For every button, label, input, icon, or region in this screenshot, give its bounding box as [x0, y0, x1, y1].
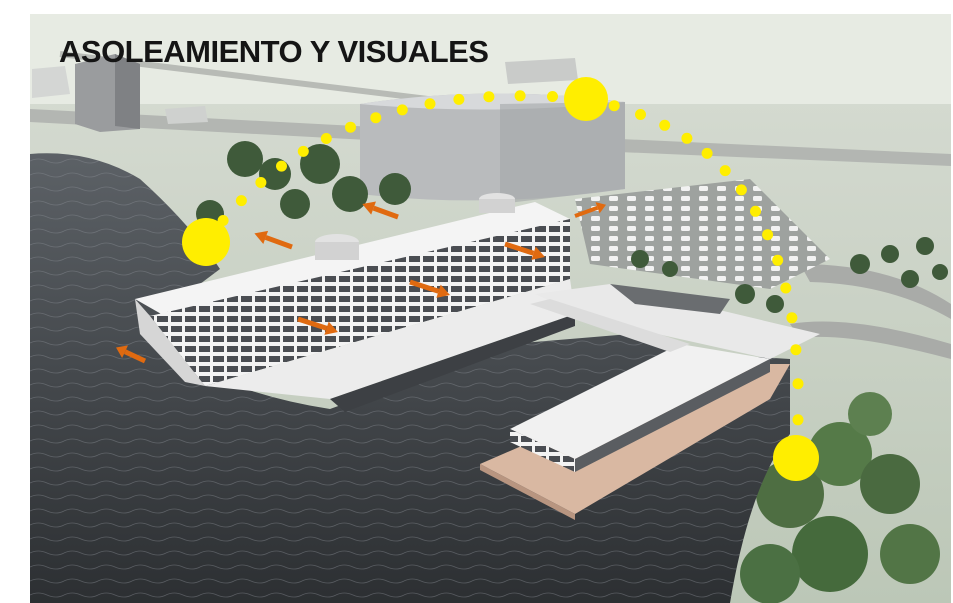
view-arrow	[254, 230, 293, 250]
view-arrows	[115, 201, 607, 364]
sun-path-dot	[790, 344, 802, 356]
site-render	[30, 14, 951, 603]
sun-path-dot	[772, 254, 784, 266]
sun-sunrise	[182, 218, 230, 266]
sun-path-dot	[483, 91, 495, 103]
sun-path-dot	[681, 132, 693, 144]
sun-path-dot	[370, 112, 382, 124]
sun-path-dot	[792, 378, 804, 390]
background-buildings	[32, 54, 625, 204]
sun-zenith	[564, 77, 608, 121]
sun-path-dot	[701, 147, 713, 159]
sun-path-dot	[276, 160, 287, 172]
sun-path-dot	[786, 312, 798, 324]
diagram-title: ASOLEAMIENTO Y VISUALES	[59, 34, 489, 69]
sun-path-dot	[735, 184, 747, 196]
view-arrow	[115, 345, 147, 364]
view-arrow	[574, 202, 607, 218]
sun-path-dot	[719, 165, 731, 177]
sun-path-dot	[659, 119, 671, 131]
sun-path-dot	[453, 93, 465, 105]
sun-path-dot	[608, 100, 620, 112]
sun-path-dot	[547, 91, 558, 102]
sun-path	[182, 77, 819, 481]
sun-path-dot	[396, 104, 408, 116]
sun-sunset	[773, 435, 819, 481]
sun-path-dots	[217, 90, 804, 426]
sun-path-dot	[792, 414, 804, 426]
sun-path-dot	[635, 109, 646, 120]
building-complex	[135, 193, 820, 472]
sun-path-dot	[320, 133, 332, 144]
sun-path-dot	[297, 145, 309, 157]
view-arrow	[362, 201, 399, 220]
sun-path-dot	[762, 229, 774, 241]
view-arrow	[409, 279, 450, 298]
sun-path-dot	[750, 205, 761, 217]
view-arrow	[297, 316, 338, 335]
view-arrow	[504, 241, 545, 260]
sun-path-dot	[780, 282, 792, 294]
sun-path-dot	[255, 177, 267, 188]
sun-path-dot	[345, 121, 356, 133]
sun-path-dot	[235, 195, 247, 207]
trees	[196, 141, 948, 603]
sun-path-dot	[424, 98, 436, 110]
sun-path-dot	[514, 90, 526, 102]
